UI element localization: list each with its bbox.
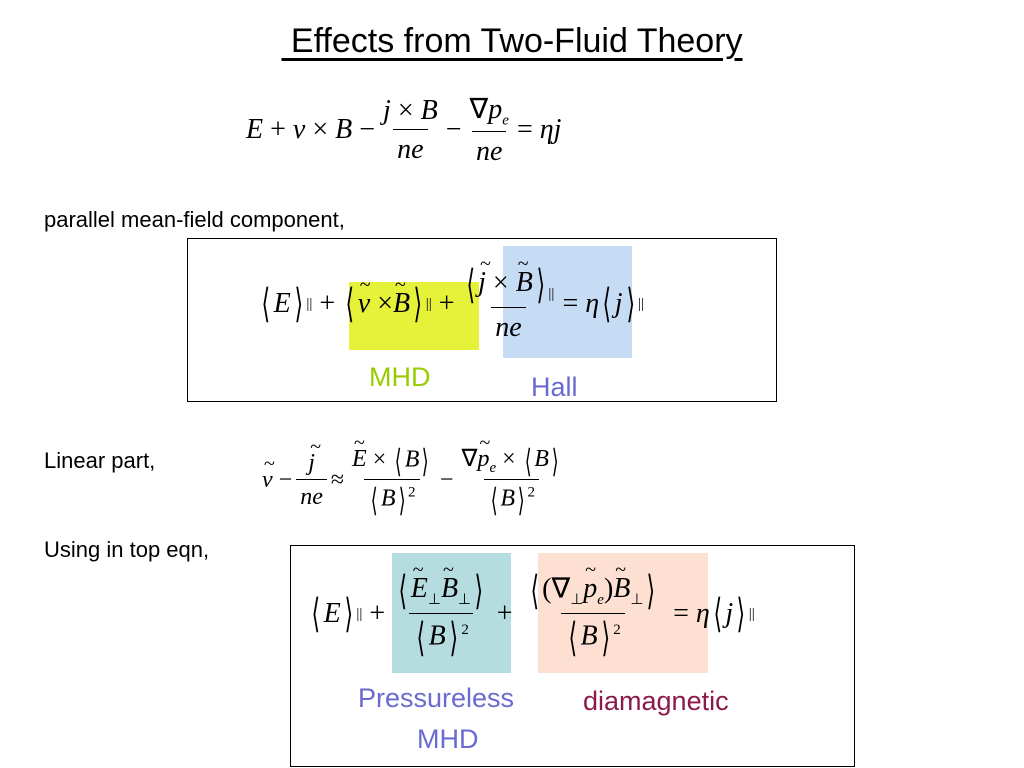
- diamagnetic-annotation: diamagnetic: [583, 686, 729, 716]
- mhd-annotation: MHD: [369, 362, 431, 392]
- pressureless-annotation-line1: Pressureless: [358, 683, 515, 713]
- pressureless-annotation-line2: MHD: [417, 724, 479, 754]
- hall-annotation: Hall: [531, 372, 578, 402]
- parallel-mean-field-equation: ⟨E⟩|| + ⟨v × B⟩|| + ⟨j × B⟩||ne = η⟨j⟩||: [258, 244, 645, 364]
- slide-title: Effects from Two-Fluid Theory: [281, 22, 743, 60]
- linear-part-label: Linear part,: [44, 448, 156, 473]
- parallel-component-label: parallel mean-field component,: [44, 207, 345, 232]
- final-equation-box: [290, 545, 855, 767]
- linear-part-equation: v − jne ≈ E × ⟨B⟩⟨B⟩2 − ∇pe × ⟨B⟩⟨B⟩2: [262, 432, 569, 528]
- using-in-top-eqn-label: Using in top eqn,: [44, 537, 210, 562]
- parallel-equation-box: [187, 238, 777, 402]
- final-equation: ⟨E⟩|| + ⟨E⊥B⊥⟩⟨B⟩2 + ⟨(∇⊥pe)B⊥⟩⟨B⟩2 = η⟨…: [308, 552, 755, 676]
